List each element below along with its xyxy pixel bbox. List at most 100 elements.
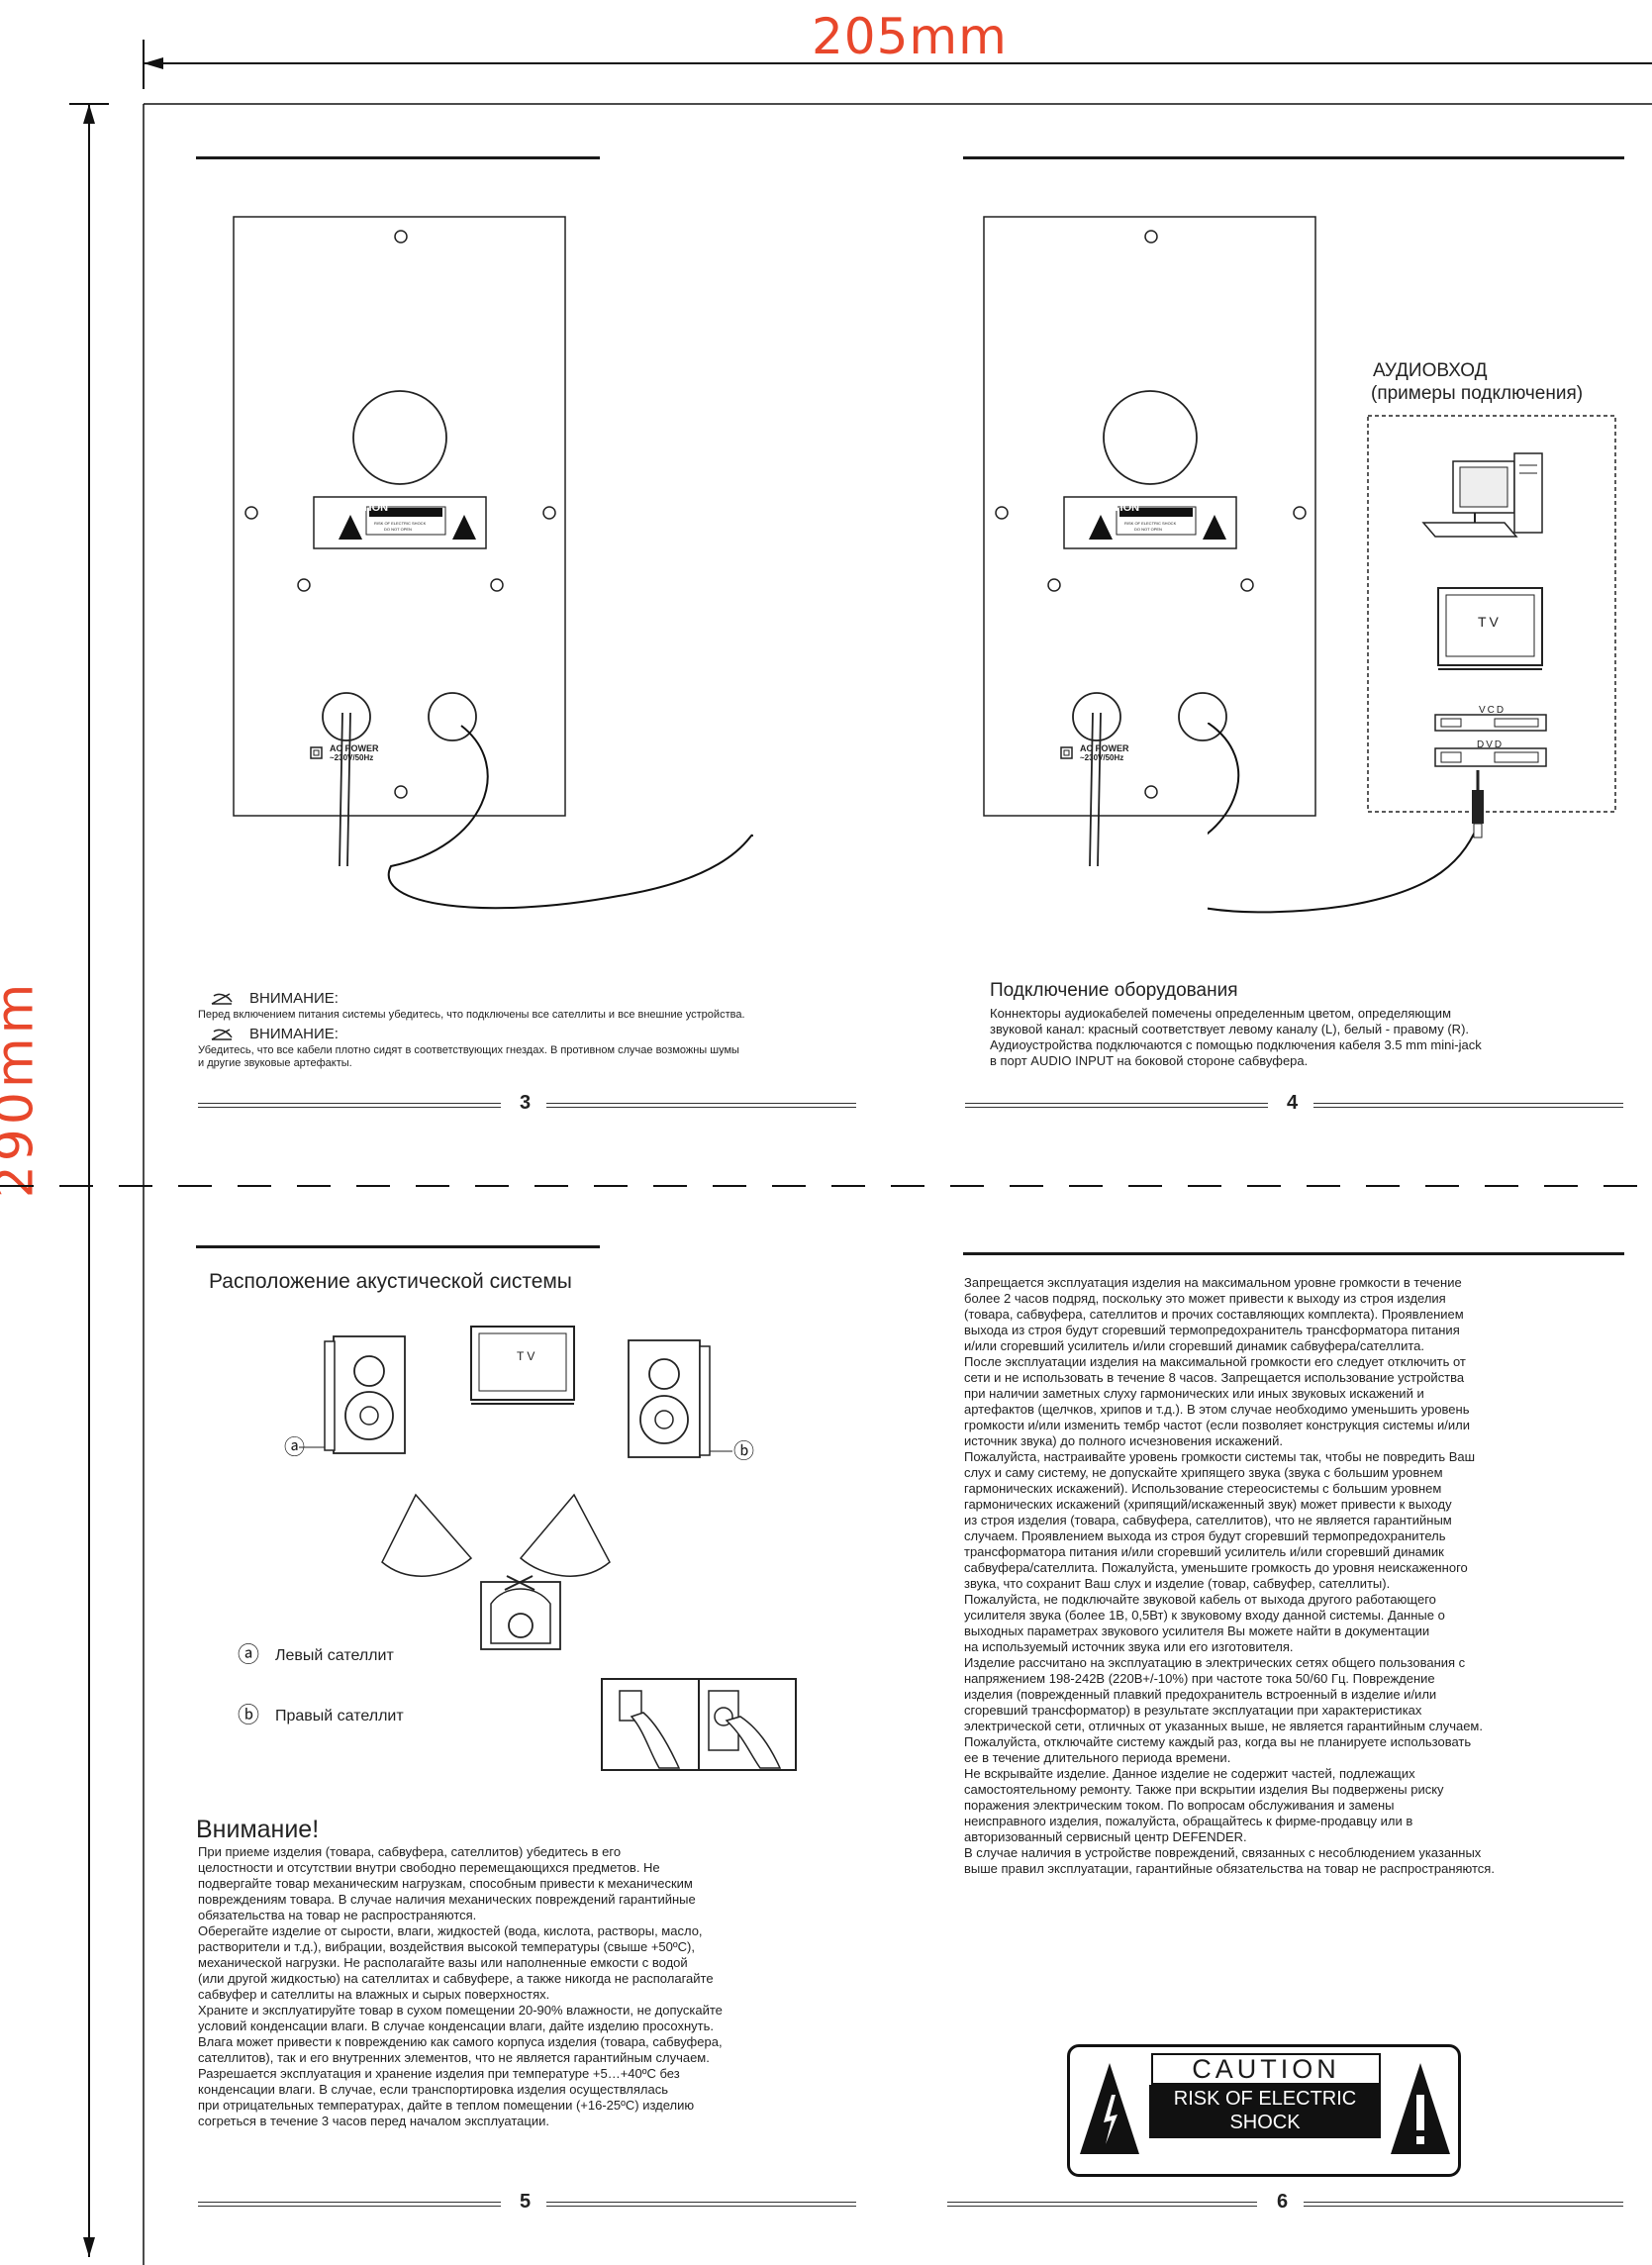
page5-placement-figure	[299, 1326, 732, 1650]
page4-audio-cable	[1208, 723, 1482, 914]
caution-sign-title: CAUTION	[1151, 2053, 1381, 2085]
page6-body-line: выхода из строя будут сгоревший термопре…	[964, 1323, 1460, 1337]
page4-body-line-2: звуковой канал: красный соответствует ле…	[990, 1022, 1470, 1036]
page4-heading: Подключение оборудования	[990, 980, 1238, 1001]
page6-body-line: электрической сети, отличных от указанны…	[964, 1719, 1483, 1733]
page5-warning-line: подвергайте товар механическим нагрузкам…	[198, 1876, 693, 1891]
page6-body-line: при наличии заметных слуху гармонических…	[964, 1386, 1424, 1401]
page6-body-line: гармонических искажений). Использование …	[964, 1481, 1442, 1496]
right-speaker-icon	[628, 1339, 711, 1458]
page3-warning-2-text2: и другие звуковые артефакты.	[198, 1057, 352, 1069]
page6-body-line: Пожалуйста, отключайте систему каждый ра…	[964, 1734, 1472, 1749]
dvd-player-icon	[1434, 747, 1547, 767]
page6-body-line: После эксплуатации изделия на максимальн…	[964, 1354, 1466, 1369]
page5-warning-line: согреться в течение 3 часов перед начало…	[198, 2114, 549, 2128]
page3-footer: 3	[198, 1092, 856, 1114]
page6-body-line: (товара, сабвуфера, сателлитов и прочих …	[964, 1307, 1464, 1322]
page6-body-line: Не вскрывайте изделие. Данное изделие не…	[964, 1766, 1415, 1781]
page5-marker-b: ⓑ	[733, 1440, 754, 1463]
page6-body-line: авторизованный сервисный центр DEFENDER.	[964, 1829, 1247, 1844]
page5-legend-b: Правый сателлит	[275, 1708, 404, 1724]
page5-legend-a: Левый сателлит	[275, 1647, 394, 1664]
page5-warning-line: целостности и отсутствии внутри свободно…	[198, 1860, 660, 1875]
page5-unplug-figure	[601, 1678, 797, 1771]
page6-body-line: звука, что сохранит Ваш слух и изделие (…	[964, 1576, 1391, 1591]
page6-body-line: Изделие рассчитано на эксплуатацию в эле…	[964, 1655, 1466, 1670]
page6-page-number: 6	[1277, 2191, 1289, 2213]
page5-warning-line: сабвуфер и сателлиты на влажных и сырых …	[198, 1987, 550, 2002]
page4-body-line-4: в порт AUDIO INPUT на боковой стороне са…	[990, 1053, 1309, 1068]
caution-sign: CAUTION RISK OF ELECTRIC SHOCK DO NOT OP…	[1067, 2044, 1461, 2177]
page6-body-line: Пожалуйста, настраивайте уровень громкос…	[964, 1449, 1476, 1464]
right-exclamation-warning-icon	[1391, 2063, 1450, 2154]
page5-warning-line: обязательства на товар не распространяют…	[198, 1908, 477, 1922]
page5-warning-line: повреждениям товара. В случае наличия ме…	[198, 1892, 696, 1907]
page6-body-line: случаем. Проявлением выхода из строя буд…	[964, 1528, 1446, 1543]
page5-warning-line: растворители и т.д.), вибрации, воздейст…	[198, 1939, 695, 1954]
page6-body-line: ее в течение длительного периода времени…	[964, 1750, 1231, 1765]
page5-warning-line: сателлитов), так и его внутренних элемен…	[198, 2050, 710, 2065]
page4-vcd-label: VCD	[1479, 705, 1506, 716]
page3-rear-panel-figure	[233, 216, 753, 910]
page5-warning-line: Разрешается эксплуатация и хранение изде…	[198, 2066, 680, 2081]
page5-marker-a: ⓐ	[284, 1436, 305, 1459]
page3-warning-icon-1	[211, 993, 233, 1005]
page6-body-line: источник звука) до полного исчезновения …	[964, 1433, 1283, 1448]
page6-body-line: слух и саму систему, не допускайте хрипя…	[964, 1465, 1443, 1480]
page5-warning-line: условий конденсации влаги. В случае конд…	[198, 2019, 714, 2033]
page6-body-line: выше правил эксплуатации, гарантийные об…	[964, 1861, 1495, 1876]
page3-warning-2-title: ВНИМАНИЕ:	[249, 1026, 339, 1042]
page4-dvd-label: DVD	[1477, 739, 1505, 750]
page3-warning-1-text: Перед включением питания системы убедите…	[198, 1009, 745, 1021]
page6-body-line: неисправного изделия, пожалуйста, обраща…	[964, 1814, 1413, 1828]
page6-body-line: громкости и/или изменить тембр частот (е…	[964, 1418, 1471, 1432]
vcd-player-icon	[1434, 714, 1547, 732]
page5-legend-a-marker: ⓐ	[238, 1642, 260, 1667]
page5-warning-line: Влага может привести к повреждению как с…	[198, 2034, 723, 2049]
page4-top-rule	[963, 156, 1624, 159]
page3-top-rule	[196, 156, 600, 159]
page5-warning-title: Внимание!	[196, 1816, 320, 1843]
page6-body-line: более 2 часов подряд, поскольку это може…	[964, 1291, 1446, 1306]
page4-page-number: 4	[1287, 1092, 1299, 1114]
page4-power-sub: ~230V/50Hz	[1080, 753, 1124, 762]
page4-audio-in-title: АУДИОВХОД	[1373, 360, 1488, 381]
page6-body-line: на используемый источник звука или его и…	[964, 1639, 1294, 1654]
page6-top-rule	[963, 1252, 1624, 1255]
page5-top-rule	[196, 1245, 600, 1248]
page3-power-sub: ~230V/50Hz	[330, 753, 374, 762]
page4-rear-panel-figure	[983, 216, 1316, 867]
caution-sign-text: RISK OF ELECTRIC SHOCK DO NOT OPEN	[1149, 2085, 1381, 2158]
page5-legend-b-marker: ⓑ	[238, 1703, 260, 1727]
page4-footer: 4	[965, 1092, 1623, 1114]
page3-warning-1-title: ВНИМАНИЕ:	[249, 990, 339, 1007]
page4-caution-sub1: RISK OF ELECTRIC SHOCK	[1124, 521, 1177, 526]
page3-page-number: 3	[520, 1092, 532, 1114]
page6-body-line: выходных параметрах звукового усилителя …	[964, 1624, 1430, 1638]
page6-body-line: поражения электрическим током. По вопрос…	[964, 1798, 1395, 1813]
page5-warning-line: (или другой жидкостью) на сателлитах и с…	[198, 1971, 714, 1986]
caution-sign-line-1: RISK OF ELECTRIC SHOCK	[1173, 2088, 1357, 2133]
page4-body-line-3: Аудиоустройства подключаются с помощью п…	[990, 1037, 1482, 1052]
page3-caution-sub2: DO NOT OPEN	[384, 527, 412, 532]
mini-jack-icon	[1472, 770, 1484, 838]
page5-warning-line: механической нагрузки. Не располагайте в…	[198, 1955, 688, 1970]
page3-caution-label: CAUTION	[339, 502, 389, 514]
page6-body-line: самостоятельному ремонту. Также при вскр…	[964, 1782, 1444, 1797]
page4-caution-sub2: DO NOT OPEN	[1134, 527, 1162, 532]
page3-caution-sub1: RISK OF ELECTRIC SHOCK	[374, 521, 427, 526]
page6-body-line: из строя изделия (товара, сабвуфера, сат…	[964, 1513, 1452, 1527]
width-dimension-label: 205mm	[812, 8, 1008, 65]
page6-body-line: сгоревший трансформатор) в результате эк…	[964, 1703, 1422, 1718]
tv-icon	[470, 1326, 575, 1405]
page6-body-line: изделия (поврежденный плавкий предохрани…	[964, 1687, 1437, 1702]
caution-sign-line-2: DO NOT OPEN	[1185, 2133, 1345, 2159]
page5-warning-line: При приеме изделия (товара, сабвуфера, с…	[198, 1844, 622, 1859]
page5-warning-line: при отрицательных температурах, дайте в …	[198, 2098, 695, 2113]
left-speaker-icon	[324, 1335, 406, 1454]
page4-device-examples-box	[1367, 415, 1616, 838]
page5-warning-line: конденсации влаги. В случае, если трансп…	[198, 2082, 669, 2097]
page6-body-line: сети и не использовать в течение 8 часов…	[964, 1370, 1465, 1385]
page6-body-line: Запрещается эксплуатация изделия на макс…	[964, 1275, 1462, 1290]
